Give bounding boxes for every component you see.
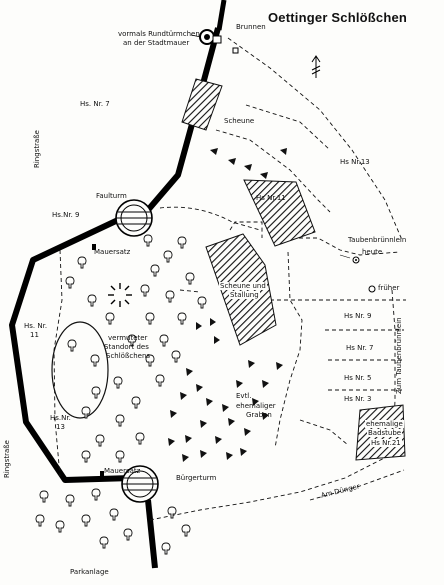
label-evtl-1: Evtl. xyxy=(236,392,252,400)
label-evtl-3: Graben xyxy=(246,411,272,419)
well-icon xyxy=(190,29,239,54)
label-parkanlage: Parkanlage xyxy=(70,568,109,576)
tree-icon xyxy=(123,528,133,541)
label-hs11-left-2: 11 xyxy=(30,331,39,339)
building-scheune xyxy=(181,78,223,131)
tree-icon xyxy=(143,234,153,247)
label-vermuteter-3: Schlößchens xyxy=(106,352,151,360)
label-ehemalige-1: ehemalige xyxy=(365,420,404,428)
tree-icon xyxy=(91,386,101,399)
label-burgerturm: Bürgerturm xyxy=(176,474,217,482)
tower-icon xyxy=(121,465,159,503)
label-hs3-right: Hs Nr. 3 xyxy=(344,395,372,403)
tree-icon xyxy=(35,514,45,527)
tree-icon xyxy=(91,488,101,501)
label-vermuteter-1: vermuteter xyxy=(108,334,148,342)
supposed-location-outline xyxy=(51,321,109,419)
label-evtl-2: ehemaliger xyxy=(236,402,276,410)
tree-icon xyxy=(171,350,181,363)
building-hs11 xyxy=(243,179,316,247)
label-brunnen: Brunnen xyxy=(236,23,266,31)
tree-icon xyxy=(95,434,105,447)
label-zum-taubenbrunnlein: Zum Taubenbrünnlein xyxy=(395,317,403,394)
tree-icon xyxy=(109,508,119,521)
tree-icon xyxy=(67,339,77,352)
label-hs11-building: Hs Nr.11 xyxy=(256,194,286,202)
mauersatz-mark xyxy=(92,244,96,250)
tree-icon xyxy=(115,450,125,463)
label-scheune-stallung-2: Stallung xyxy=(229,291,260,299)
tree-icon xyxy=(81,514,91,527)
city-wall xyxy=(9,0,227,569)
label-hs13-top: Hs Nr.13 xyxy=(340,158,370,166)
tree-icon xyxy=(131,396,141,409)
tree-icon xyxy=(99,536,109,549)
tree-icon xyxy=(140,284,150,297)
label-hs7: Hs. Nr. 7 xyxy=(80,100,110,108)
label-mauersatz: Mauersatz xyxy=(94,248,131,256)
tree-icon xyxy=(135,432,145,445)
tree-icon xyxy=(163,250,173,263)
tree-icon xyxy=(39,490,49,503)
tree-icon xyxy=(161,542,171,555)
tree-icon xyxy=(77,256,87,269)
tree-icon xyxy=(177,236,187,249)
label-scheune-stallung-1: Scheune und xyxy=(219,282,267,290)
tree-icon xyxy=(150,264,160,277)
tree-icon xyxy=(65,276,75,289)
tree-icon xyxy=(81,450,91,463)
mauersatz-mark xyxy=(100,471,104,477)
tree-icon xyxy=(55,520,65,533)
tree-icon xyxy=(113,376,123,389)
label-faulturm: Faulturm xyxy=(96,192,127,200)
label-taubenbrunnlein: Taubenbrünnlein xyxy=(348,236,407,244)
tree-icon xyxy=(181,524,191,537)
label-hs9-left: Hs.Nr. 9 xyxy=(52,211,80,219)
tree-icon xyxy=(145,312,155,325)
tree-icon xyxy=(167,506,177,519)
tree-icon xyxy=(197,296,207,309)
spring-icon xyxy=(339,254,376,293)
label-hs13-left-2: 13 xyxy=(56,423,65,431)
tree-icon xyxy=(87,294,97,307)
tree-icon xyxy=(185,272,195,285)
label-ringstrasse-lower: Ringstraße xyxy=(3,440,11,478)
label-hs11-left-1: Hs. Nr. xyxy=(24,322,48,330)
label-mauersatz2: Mauersatz xyxy=(104,467,141,475)
label-hs9-right: Hs Nr. 9 xyxy=(344,312,372,320)
tree-icon xyxy=(65,494,75,507)
label-hs5-right: Hs Nr. 5 xyxy=(344,374,372,382)
label-heute: heute xyxy=(362,248,383,256)
label-hs13-left-1: Hs.Nr. xyxy=(50,414,71,422)
tree-icon xyxy=(159,334,169,347)
label-fruher: früher xyxy=(378,284,400,292)
tree-icon xyxy=(115,414,125,427)
property-lines xyxy=(53,37,406,521)
label-hs7-right: Hs Nr. 7 xyxy=(346,344,374,352)
north-arrow-icon xyxy=(311,55,321,78)
tree-icon xyxy=(105,312,115,325)
label-vormals-1: vormals Rundtürmchen xyxy=(118,30,200,38)
map-title: Oettinger Schlößchen xyxy=(268,10,408,25)
tree-icon xyxy=(177,312,187,325)
tree-icon xyxy=(155,374,165,387)
tree-icon xyxy=(90,354,100,367)
ditch-marks xyxy=(168,148,287,462)
label-ringstrasse-upper: Ringstraße xyxy=(33,130,41,168)
label-vermuteter-2: Standort des xyxy=(104,343,149,351)
tree-icon xyxy=(165,290,175,303)
label-ehemalige-2: Badstube xyxy=(367,429,403,437)
label-scheune: Scheune xyxy=(224,117,255,125)
tower-icon xyxy=(115,199,153,237)
bush-icon xyxy=(108,283,132,307)
label-vormals-2: an der Stadtmauer xyxy=(123,39,190,47)
buildings xyxy=(181,78,406,461)
label-ehemalige-3: Hs Nr.21 xyxy=(370,439,402,447)
